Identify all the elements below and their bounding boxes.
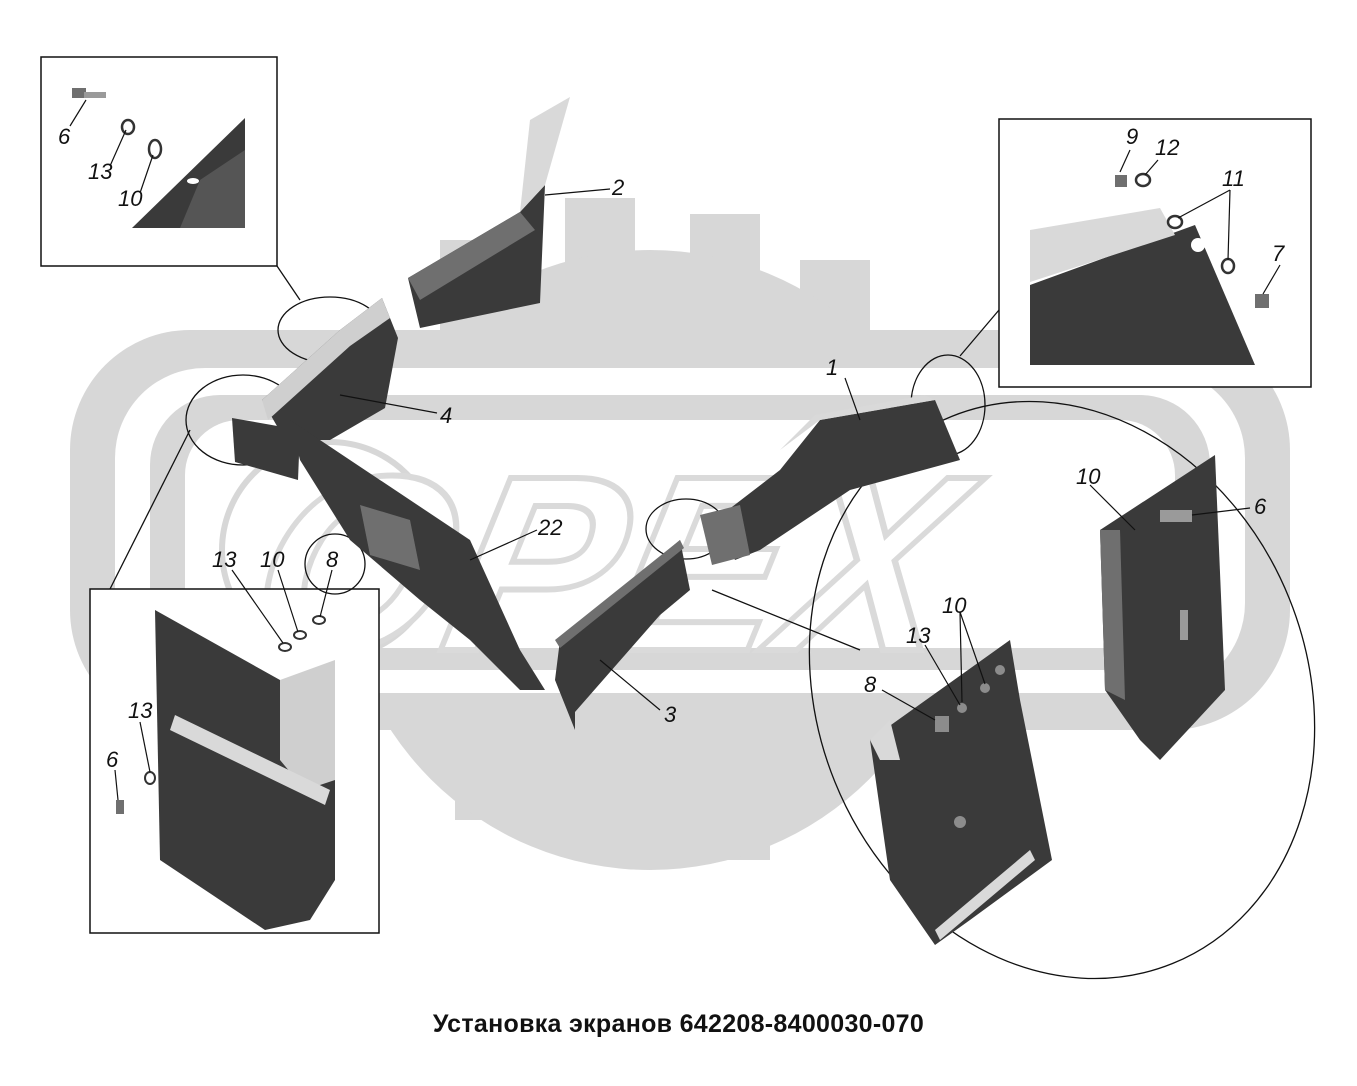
inset-top-right-parts xyxy=(1030,172,1269,365)
callout-inset-br-6: 6 xyxy=(1254,494,1267,519)
callout-inset-br-13: 13 xyxy=(906,623,931,648)
callout-inset-br-8: 8 xyxy=(864,672,877,697)
leader-lines xyxy=(69,99,1281,801)
callout-inset-bl-8: 8 xyxy=(326,547,339,572)
callouts: 2 4 1 22 3 6 13 10 9 12 11 7 13 10 8 13 … xyxy=(58,124,1285,772)
callout-inset-bl-13a: 13 xyxy=(212,547,237,572)
callout-inset-tr-9: 9 xyxy=(1126,124,1138,149)
washer-10-icon xyxy=(147,138,163,160)
callout-2: 2 xyxy=(611,175,624,200)
callout-inset-bl-10: 10 xyxy=(260,547,285,572)
callout-1: 1 xyxy=(826,355,838,380)
bolt-6-icon xyxy=(72,88,106,98)
part-3 xyxy=(555,540,690,730)
callout-inset-tl-13: 13 xyxy=(88,159,113,184)
callout-inset-tl-6: 6 xyxy=(58,124,71,149)
inset-bottom-left-parts xyxy=(116,610,335,930)
detail-markers xyxy=(109,265,1316,980)
callout-22: 22 xyxy=(537,515,562,540)
washer-13-icon xyxy=(120,118,136,136)
callout-inset-br-10b: 10 xyxy=(942,593,967,618)
callout-inset-tr-12: 12 xyxy=(1155,135,1179,160)
inset-bottom-right-parts xyxy=(870,455,1225,945)
part-2 xyxy=(408,97,570,328)
diagram-caption: Установка экранов 642208-8400030-070 xyxy=(432,1010,925,1038)
inset-top-left-parts xyxy=(72,88,245,228)
part-1 xyxy=(700,395,960,565)
callout-inset-bl-13b: 13 xyxy=(128,698,153,723)
callout-inset-tr-7: 7 xyxy=(1272,241,1285,266)
part-4 xyxy=(232,298,398,480)
callout-inset-br-10a: 10 xyxy=(1076,464,1101,489)
callout-3: 3 xyxy=(664,702,677,727)
callout-inset-tr-11: 11 xyxy=(1222,166,1245,191)
callout-inset-tl-10: 10 xyxy=(118,186,143,211)
callout-4: 4 xyxy=(440,403,452,428)
callout-inset-bl-6: 6 xyxy=(106,747,119,772)
part-22 xyxy=(290,420,545,690)
